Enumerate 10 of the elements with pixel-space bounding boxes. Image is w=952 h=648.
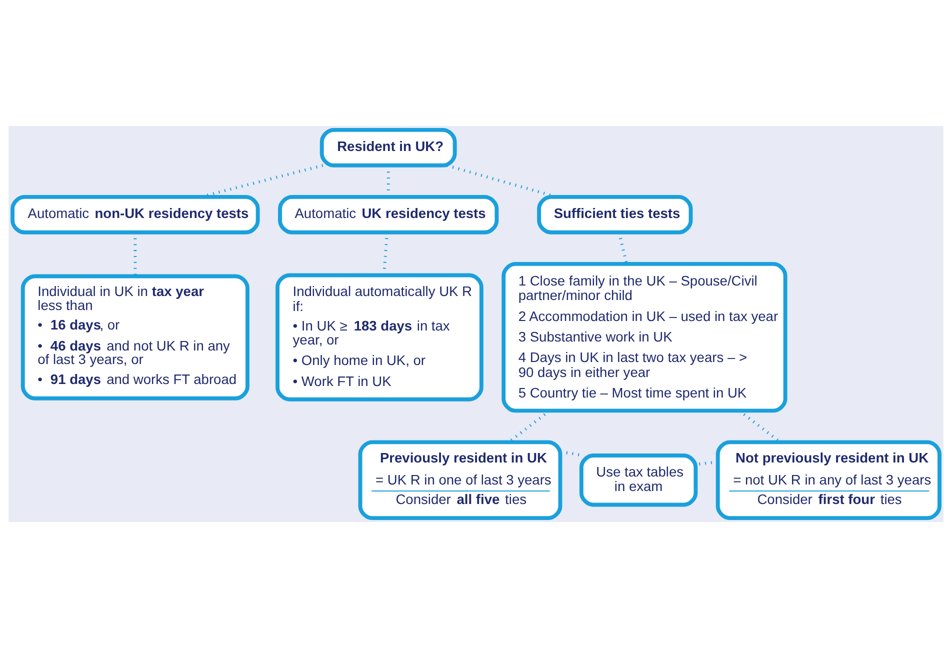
node-box: Use tax tables in exam [579,454,698,507]
node-box: Not previously resident in UK = not UK R in any of last 3 years Consider first four ties [716,440,942,520]
node-box: 1 Close family in the UK – Spouse/Civil partner/minor child 2 Accommodation in UK – used in tax year 3 Substantive work in UK 4 Days in UK in last two tax years – > 90 days in either year 5 Country tie – Most time spent in UK [502,262,788,413]
node-box: Previously resident in UK = UK R in one of last 3 years Consider all five ties [358,440,562,520]
node-box: Individual automatically UK R if: • In UK ≥ 183 days in tax year, or • Only home in UK, or • Work FT in UK [276,273,484,402]
node-box: Sufficient ties tests [537,194,693,234]
node-box: Automatic non-UK residency tests [10,194,260,234]
node-box: Resident in UK? [320,128,457,168]
node-box: Individual in UK in tax year less than • 16 days, or • 46 days and not UK R in any of last 3 years, or • 91 days and works FT abroad [20,274,250,400]
node-box: Automatic UK residency tests [278,194,499,234]
